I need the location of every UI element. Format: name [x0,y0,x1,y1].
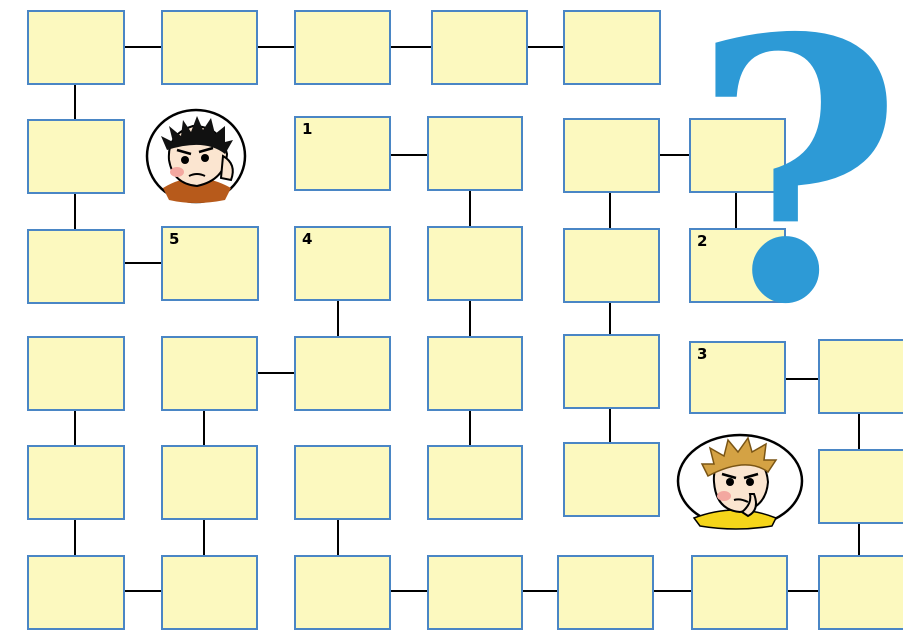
board-cell[interactable] [818,555,903,630]
board-cell[interactable] [27,555,125,630]
path-connector [391,46,431,48]
path-connector [74,85,76,119]
path-connector [203,411,205,445]
path-connector [258,46,294,48]
path-connector [528,46,563,48]
board-cell[interactable]: 1 [294,116,391,191]
board-cell[interactable] [818,449,903,524]
board-cell[interactable] [563,228,660,303]
board-cell[interactable] [27,10,125,85]
board-cell[interactable] [161,555,258,630]
board-cell[interactable] [27,119,125,194]
cell-number-label: 5 [169,232,179,247]
path-connector [469,191,471,226]
path-connector [469,301,471,336]
path-connector [788,590,818,592]
board-cell[interactable] [427,445,523,520]
question-mark-glyph: ? [692,0,903,383]
board-cell[interactable] [161,10,258,85]
path-connector [74,194,76,229]
cell-number-label: 4 [302,232,312,247]
path-connector [74,520,76,555]
board-cell[interactable]: 4 [294,226,391,301]
board-cell[interactable] [563,334,660,409]
board-cell[interactable] [294,445,391,520]
path-connector [125,46,161,48]
board-cell[interactable] [427,226,523,301]
board-cell[interactable] [557,555,654,630]
board-cell[interactable] [27,445,125,520]
path-connector [660,154,689,156]
path-connector [858,524,860,555]
board-cell[interactable]: 5 [161,226,259,301]
path-connector [391,154,427,156]
path-connector [609,193,611,228]
board-cell[interactable] [294,336,391,411]
board-cell[interactable] [563,118,660,193]
board-cell[interactable] [427,116,523,191]
path-connector [258,372,294,374]
cell-number-label: 1 [302,122,312,137]
board-cell[interactable] [431,10,528,85]
board-cell[interactable] [294,10,391,85]
board-cell[interactable] [691,555,788,630]
path-connector [125,590,161,592]
path-connector [125,262,161,264]
path-connector [654,590,691,592]
path-connector [337,301,339,336]
path-connector [609,409,611,442]
path-connector [609,303,611,334]
board-cell[interactable] [563,442,660,517]
board-cell[interactable] [161,336,258,411]
board-cell[interactable] [27,336,125,411]
path-connector [337,520,339,555]
path-connector [391,590,427,592]
thinking-boy-icon [676,432,804,530]
path-connector [74,411,76,445]
path-connector [203,520,205,555]
board-cell[interactable] [161,445,258,520]
question-mark-icon: ? [815,0,903,320]
path-connector [858,414,860,449]
path-connector [523,590,557,592]
board-cell[interactable] [563,10,661,85]
board-cell[interactable] [27,229,125,304]
thinking-boy-icon [145,108,247,204]
board-cell[interactable] [427,555,523,630]
path-connector [469,411,471,445]
board-cell[interactable] [294,555,391,630]
board-cell[interactable] [427,336,523,411]
